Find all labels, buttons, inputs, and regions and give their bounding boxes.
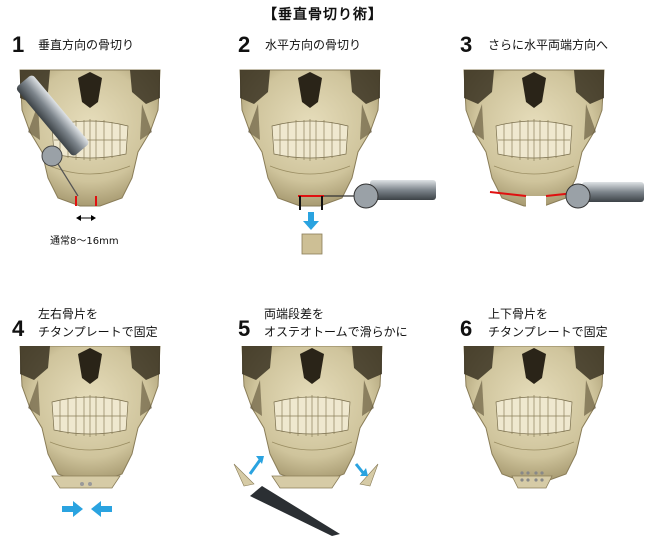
saw-instrument xyxy=(565,182,644,209)
step-6-illustration xyxy=(463,346,605,489)
step-4-illustration xyxy=(19,346,161,517)
step-1-number: 1 xyxy=(12,32,25,57)
step-2-label: 水平方向の骨切り xyxy=(265,38,362,52)
right-arrow-icon xyxy=(62,501,83,517)
osteotome-instrument xyxy=(250,486,340,536)
step-6-number: 6 xyxy=(460,316,473,341)
step-3-number: 3 xyxy=(460,32,473,57)
diagram-title: 【垂直骨切り術】 xyxy=(263,7,383,23)
bone-edge-right xyxy=(359,463,379,487)
width-arrow-icon xyxy=(76,215,96,221)
bone-gap xyxy=(526,196,546,210)
titanium-plate-icon xyxy=(520,471,544,482)
arrow-icon xyxy=(248,456,264,475)
chin-fragment xyxy=(51,475,121,489)
down-arrow-icon xyxy=(303,212,319,230)
chin-fragment xyxy=(271,475,341,489)
step-5-number: 5 xyxy=(238,316,251,341)
step-5-illustration xyxy=(233,346,383,536)
bone-edge-left xyxy=(233,463,255,487)
step-1-label: 垂直方向の骨切り xyxy=(38,38,135,52)
step-1-illustration xyxy=(16,69,161,221)
step-3-illustration xyxy=(463,69,644,210)
saw-instrument xyxy=(324,180,436,209)
step-1-caption: 通常8〜16mm xyxy=(50,236,119,247)
arrow-icon xyxy=(354,463,368,476)
step-4-number: 4 xyxy=(12,316,25,341)
left-arrow-icon xyxy=(91,501,112,517)
step-2-illustration xyxy=(239,69,436,255)
skull-image xyxy=(241,346,383,483)
step-5-label-line1: 両端段差を xyxy=(264,307,325,321)
step-5-label-line2: オステオトームで滑らかに xyxy=(264,325,408,339)
step-4-label-line1: 左右骨片を xyxy=(38,307,99,321)
step-2-number: 2 xyxy=(238,32,251,57)
skull-image xyxy=(463,346,605,483)
step-4-label-line2: チタンプレートで固定 xyxy=(38,325,158,339)
skull-image xyxy=(19,346,161,483)
step-6-label-line1: 上下骨片を xyxy=(488,307,549,321)
drill-instrument xyxy=(16,75,89,197)
skull-image xyxy=(239,69,381,207)
step-3-label: さらに水平両端方向へ xyxy=(488,38,609,52)
step-6-label-line2: チタンプレートで固定 xyxy=(488,325,608,339)
titanium-plate-icon xyxy=(80,482,92,486)
bone-segment xyxy=(301,233,323,255)
chin-fragment xyxy=(511,475,553,489)
